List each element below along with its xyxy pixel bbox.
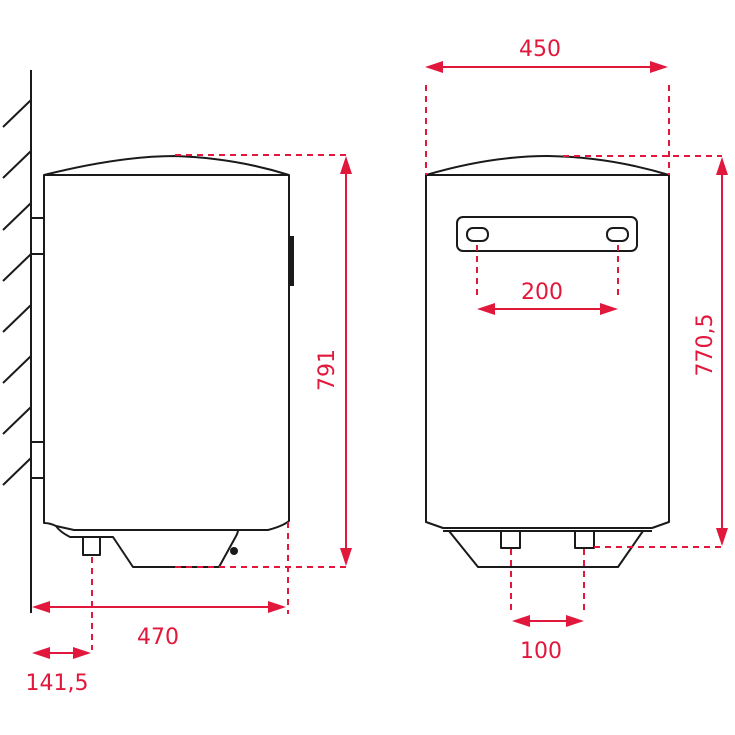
bracket-hole-left bbox=[466, 227, 489, 242]
side-height-label: 791 bbox=[315, 349, 340, 391]
front-bottom-cover bbox=[448, 530, 644, 568]
front-pipe-left bbox=[500, 530, 521, 549]
pipe-spacing-label: 100 bbox=[520, 639, 562, 664]
dimension-bracket-spacing: 200 bbox=[476, 245, 619, 315]
front-height-label: 770,5 bbox=[693, 314, 718, 377]
lower-wall-bracket bbox=[30, 441, 45, 479]
dimension-front-width: 450 bbox=[425, 37, 670, 175]
dimension-pipe-offset: 141,5 bbox=[26, 557, 93, 696]
side-bottom-cover bbox=[55, 525, 239, 568]
side-pipe bbox=[82, 536, 101, 556]
wall-hatch bbox=[2, 99, 32, 486]
dimension-pipe-spacing: 100 bbox=[510, 549, 585, 664]
side-control-strip bbox=[289, 236, 294, 286]
front-pipe-right bbox=[574, 530, 595, 549]
wall bbox=[2, 70, 32, 613]
side-tank-body bbox=[43, 174, 290, 531]
dimension-side-height: 791 bbox=[175, 154, 352, 568]
front-width-label: 450 bbox=[519, 37, 561, 62]
front-tank-body bbox=[425, 174, 670, 529]
dimension-front-height: 770,5 bbox=[563, 155, 728, 548]
bracket-hole-right bbox=[606, 227, 629, 242]
front-tank-dome bbox=[425, 155, 670, 176]
side-drain-knob bbox=[230, 547, 238, 555]
bracket-spacing-label: 200 bbox=[521, 280, 563, 305]
pipe-offset-label: 141,5 bbox=[26, 671, 89, 696]
side-tank-dome bbox=[43, 155, 290, 176]
side-view: 791 470 141,5 bbox=[2, 70, 352, 696]
upper-wall-bracket bbox=[30, 217, 45, 255]
front-view: 450 770,5 200 100 bbox=[425, 37, 728, 664]
side-depth-label: 470 bbox=[137, 625, 179, 650]
dimension-side-depth: 470 bbox=[32, 522, 289, 650]
mounting-bracket-plate bbox=[456, 216, 638, 252]
